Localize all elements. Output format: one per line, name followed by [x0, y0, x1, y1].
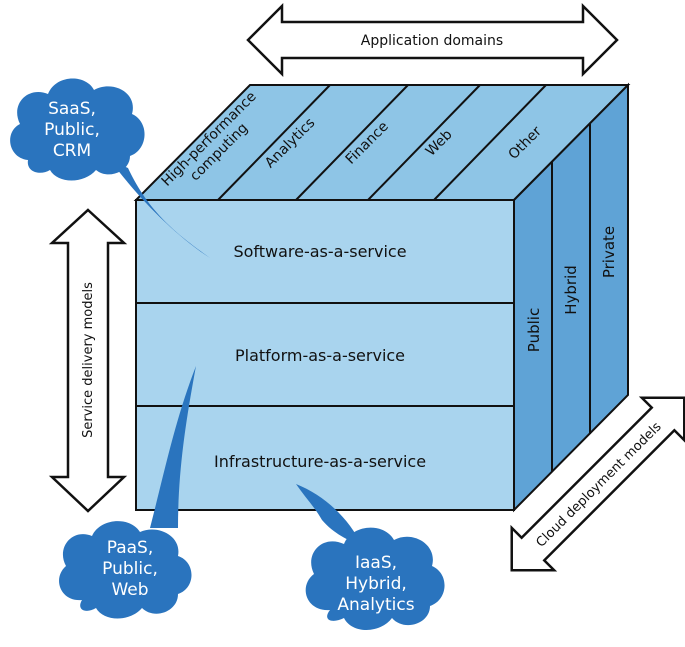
application-domains-label: Application domains	[361, 33, 503, 49]
cube-top-face	[133, 84, 631, 201]
saas-cloud-line-3: CRM	[53, 141, 91, 161]
layer-label-iaas: Infrastructure-as-a-service	[214, 452, 426, 471]
iaas-cloud-line-1: IaaS,	[355, 553, 397, 573]
deployment-label-public: Public	[525, 308, 543, 352]
iaas-cloud-line-3: Analytics	[337, 595, 414, 615]
deployment-labels: Public Hybrid Private	[525, 226, 618, 352]
application-domains-arrow: Application domains	[246, 2, 619, 78]
deployment-label-private: Private	[600, 226, 618, 278]
deployment-label-hybrid: Hybrid	[562, 265, 580, 315]
paas-callout: PaaS, Public, Web	[59, 366, 196, 619]
service-delivery-label: Service delivery models	[81, 282, 96, 438]
layer-label-paas: Platform-as-a-service	[235, 346, 405, 365]
paas-cloud-line-2: Public,	[102, 559, 158, 579]
cube-front-face: Software-as-a-service Platform-as-a-serv…	[135, 199, 515, 511]
saas-callout: SaaS, Public, CRM	[10, 78, 210, 258]
iaas-callout: IaaS, Hybrid, Analytics	[296, 484, 445, 630]
service-delivery-arrow: Service delivery models	[48, 208, 128, 513]
saas-cloud-line-1: SaaS,	[48, 99, 96, 119]
iaas-cloud-line-2: Hybrid,	[345, 574, 407, 594]
paas-cloud-line-1: PaaS,	[107, 538, 154, 558]
layer-label-saas: Software-as-a-service	[233, 242, 406, 261]
paas-cloud-line-3: Web	[111, 580, 148, 600]
saas-cloud-line-2: Public,	[44, 120, 100, 140]
